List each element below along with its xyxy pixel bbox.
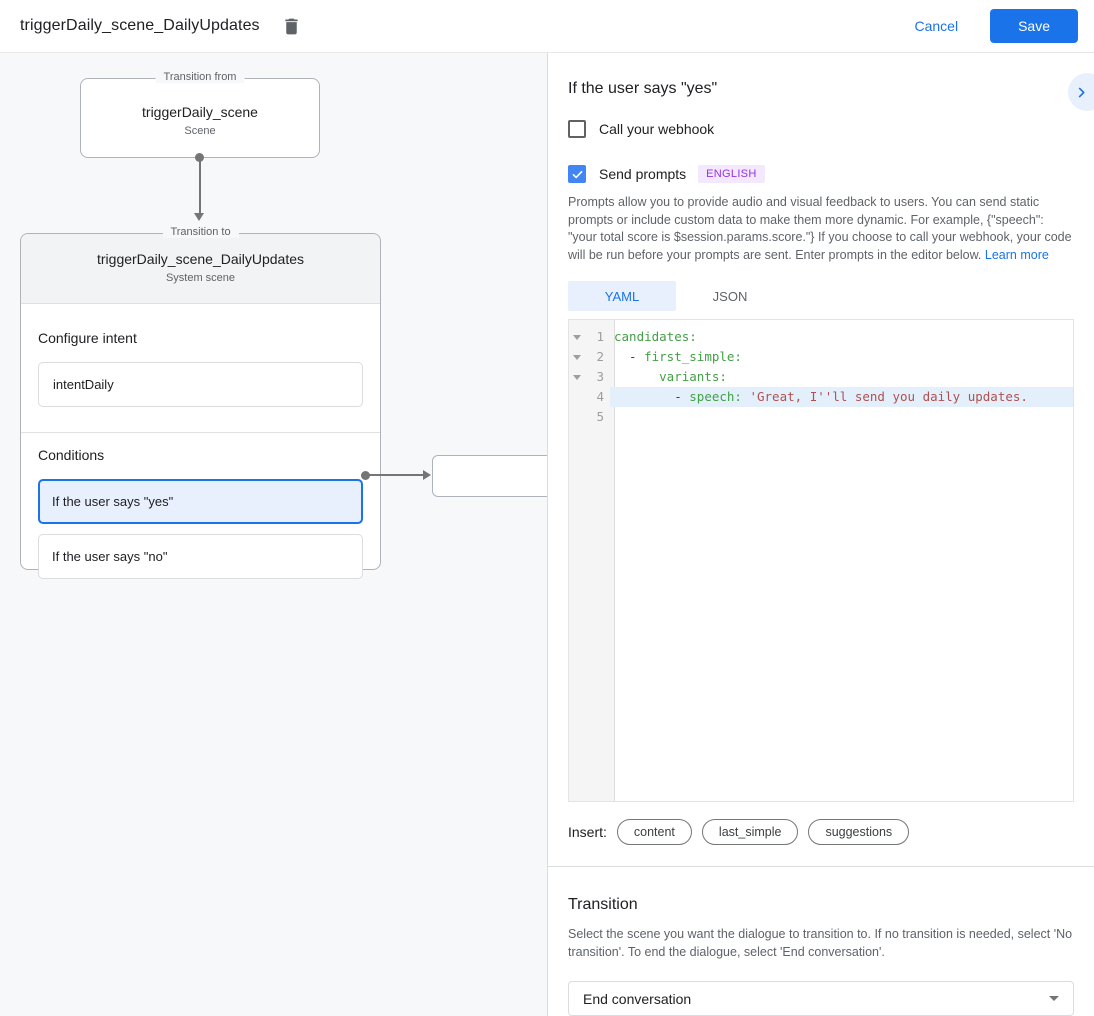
dropdown-caret-icon	[1049, 996, 1059, 1001]
connector-line-horizontal	[365, 474, 423, 476]
code-line: 5	[569, 407, 1073, 427]
code-line: 3 variants:	[569, 367, 1073, 387]
learn-more-link[interactable]: Learn more	[984, 247, 1049, 262]
condition-editor-panel: If the user says "yes" Call your webhook…	[547, 53, 1094, 1016]
chevron-right-icon	[1074, 85, 1089, 100]
transition-from-card[interactable]: Transition from triggerDaily_scene Scene	[80, 71, 320, 158]
transition-description: Select the scene you want the dialogue t…	[568, 927, 1073, 959]
code-line: 2 - first_simple:	[569, 347, 1073, 367]
transition-to-card[interactable]: Transition to triggerDaily_scene_DailyUp…	[20, 226, 381, 579]
code-line-content: variants:	[610, 367, 1073, 387]
insert-row: Insert: content last_simple suggestions	[568, 819, 1074, 845]
transition-select-value: End conversation	[583, 990, 692, 1007]
insert-label: Insert:	[568, 824, 607, 840]
prompts-description: Prompts allow you to provide audio and v…	[568, 194, 1074, 264]
delete-scene-button[interactable]	[276, 10, 308, 42]
connector-arrowhead-down	[194, 213, 204, 221]
code-line-content: - first_simple:	[610, 347, 1073, 367]
transition-from-title: triggerDaily_scene	[142, 104, 258, 120]
code-line: 4 - speech: 'Great, I''ll send you daily…	[569, 387, 1073, 407]
send-prompts-label: Send prompts	[599, 166, 687, 182]
code-token-string: 'Great, I''ll send you daily updates.	[749, 389, 1028, 404]
panel-divider	[548, 866, 1094, 867]
insert-suggestions-button[interactable]: suggestions	[808, 819, 910, 845]
save-button[interactable]: Save	[990, 9, 1078, 43]
transition-to-legend: Transition to	[162, 226, 239, 238]
condition-item-no[interactable]: If the user says "no"	[38, 534, 363, 579]
card-section-divider	[21, 432, 380, 433]
editor-format-tabs: YAML JSON	[568, 281, 1074, 311]
transition-target-node[interactable]	[432, 455, 547, 497]
code-line-content: candidates:	[610, 327, 1073, 347]
line-number: 1	[596, 329, 604, 344]
code-line-content: - speech: 'Great, I''ll send you daily u…	[610, 387, 1073, 407]
transition-from-subtitle: Scene	[184, 125, 216, 137]
code-line-content	[610, 407, 1073, 427]
transition-heading: Transition	[568, 896, 638, 913]
language-badge: ENGLISH	[698, 165, 765, 183]
trash-icon	[281, 16, 302, 37]
checkmark-icon	[571, 168, 584, 181]
line-number: 3	[596, 369, 604, 384]
transition-to-card-header: triggerDaily_scene_DailyUpdates System s…	[21, 234, 380, 304]
collapse-panel-button[interactable]	[1068, 73, 1094, 111]
configure-intent-section: Configure intent intentDaily	[21, 304, 380, 407]
send-prompts-checkbox[interactable]	[568, 165, 586, 183]
tab-yaml[interactable]: YAML	[568, 281, 676, 311]
transition-from-legend: Transition from	[155, 71, 245, 83]
connector-line-vertical	[199, 157, 201, 213]
code-token-key: candidates:	[614, 329, 697, 344]
code-token-key: first_simple:	[644, 349, 742, 364]
fold-toggle-icon[interactable]	[569, 327, 584, 347]
fold-toggle-icon[interactable]	[569, 367, 584, 387]
code-token-key: variants:	[659, 369, 727, 384]
scene-flow-canvas[interactable]: Transition from triggerDaily_scene Scene…	[0, 53, 547, 1016]
code-token-plain: -	[614, 389, 690, 404]
transition-to-subtitle: System scene	[165, 272, 236, 284]
code-token-plain: -	[614, 349, 645, 364]
fold-cell-empty	[569, 407, 584, 427]
prompts-description-text: Prompts allow you to provide audio and v…	[568, 195, 1072, 262]
condition-item-yes[interactable]: If the user says "yes"	[38, 479, 363, 524]
conditions-section: Conditions If the user says "yes" If the…	[21, 433, 380, 579]
condition-yes-label: If the user says "yes"	[52, 494, 174, 509]
prompts-checkbox-row: Send prompts ENGLISH	[568, 165, 1074, 183]
line-number: 2	[596, 349, 604, 364]
intent-name: intentDaily	[53, 377, 114, 392]
transition-to-title: triggerDaily_scene_DailyUpdates	[97, 251, 304, 267]
insert-content-button[interactable]: content	[616, 819, 692, 845]
condition-no-label: If the user says "no"	[52, 549, 168, 564]
connector-arrowhead-right	[423, 470, 431, 480]
intent-item[interactable]: intentDaily	[38, 362, 363, 407]
line-number: 5	[596, 409, 604, 424]
code-token-key: speech:	[689, 389, 742, 404]
panel-heading: If the user says "yes"	[568, 80, 718, 97]
fold-toggle-icon[interactable]	[569, 347, 584, 367]
transition-select[interactable]: End conversation	[568, 981, 1074, 1016]
call-webhook-label: Call your webhook	[599, 121, 715, 137]
insert-last-simple-button[interactable]: last_simple	[701, 819, 799, 845]
tab-json[interactable]: JSON	[712, 288, 748, 304]
conditions-label: Conditions	[38, 447, 105, 463]
code-line: 1 candidates:	[569, 327, 1073, 347]
line-number: 4	[596, 389, 604, 404]
cancel-button[interactable]: Cancel	[898, 10, 974, 42]
app-header: triggerDaily_scene_DailyUpdates Cancel S…	[0, 0, 1094, 53]
code-token-plain	[614, 369, 659, 384]
call-webhook-checkbox[interactable]	[568, 120, 586, 138]
webhook-checkbox-row: Call your webhook	[568, 120, 1074, 138]
page-title: triggerDaily_scene_DailyUpdates	[20, 17, 260, 34]
fold-cell-empty	[569, 387, 584, 407]
configure-intent-label: Configure intent	[38, 330, 137, 346]
